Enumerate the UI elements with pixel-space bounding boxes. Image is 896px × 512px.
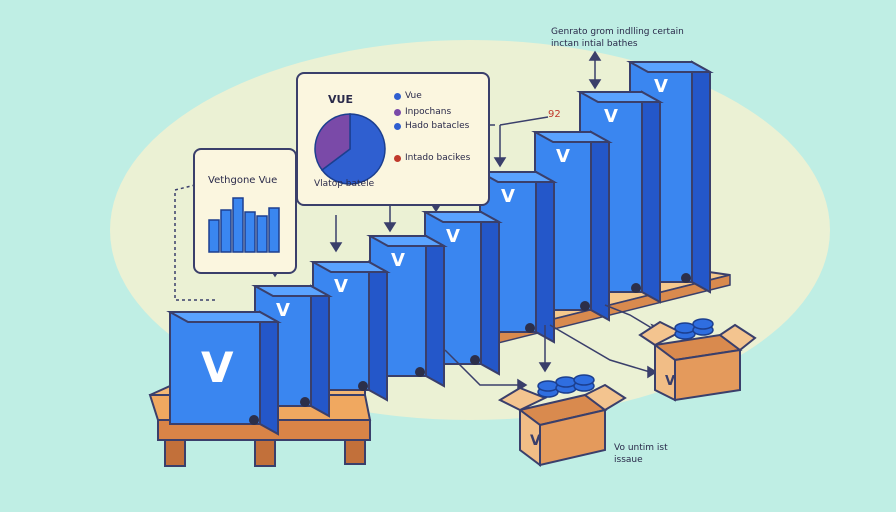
legend-item: Intado bacikes (394, 152, 470, 164)
pie-chart (314, 113, 386, 185)
container: V (166, 310, 282, 436)
svg-text:V: V (556, 146, 570, 167)
svg-text:V: V (391, 250, 405, 271)
svg-text:V: V (446, 226, 460, 247)
svg-text:V: V (501, 186, 515, 207)
side-number: 92 (548, 109, 561, 120)
chart-caption: Vlatop batele (314, 179, 375, 189)
svg-text:V: V (665, 374, 675, 389)
svg-text:V: V (604, 106, 618, 127)
header-note-line1: Genrato grom indlling certain (551, 27, 684, 37)
header-note-line2: inctan intial bathes (551, 39, 638, 49)
bar-mini-chart (208, 197, 280, 253)
legend-label: Inpochans (405, 107, 452, 117)
legend-swatch (394, 154, 401, 162)
legend-label: Hado batacles (405, 121, 470, 131)
chart-heading: VUE (328, 93, 353, 106)
legend-label: Intado bacikes (405, 153, 471, 163)
svg-text:V: V (276, 300, 290, 321)
cardboard-box-front: V (497, 383, 627, 467)
stack-of-discs-front (537, 374, 595, 398)
legend-item: Inpochans (394, 106, 451, 118)
footer-note-line2: issaue (614, 455, 643, 465)
svg-text:V: V (654, 76, 668, 97)
container-row: V V V V V V V V V (166, 60, 714, 436)
legend-label: Vue (405, 91, 422, 101)
svg-text:V: V (530, 433, 541, 449)
stack-of-discs-right (674, 318, 714, 340)
legend-item: Hado batacles (394, 120, 469, 132)
left-panel-connector (174, 184, 215, 301)
svg-text:V: V (201, 343, 234, 392)
footer-note-line1: Vo untim ist (614, 443, 668, 453)
left-chart-panel (193, 148, 297, 274)
legend-swatch (394, 122, 401, 130)
left-panel-title: Vethgone Vue (208, 175, 278, 186)
legend-item: Vue (394, 90, 422, 102)
cardboard-box-right: V (638, 320, 757, 402)
legend-swatch (394, 108, 401, 116)
legend-swatch (394, 92, 401, 100)
svg-text:V: V (334, 276, 348, 297)
pie-chart-panel (296, 72, 490, 206)
